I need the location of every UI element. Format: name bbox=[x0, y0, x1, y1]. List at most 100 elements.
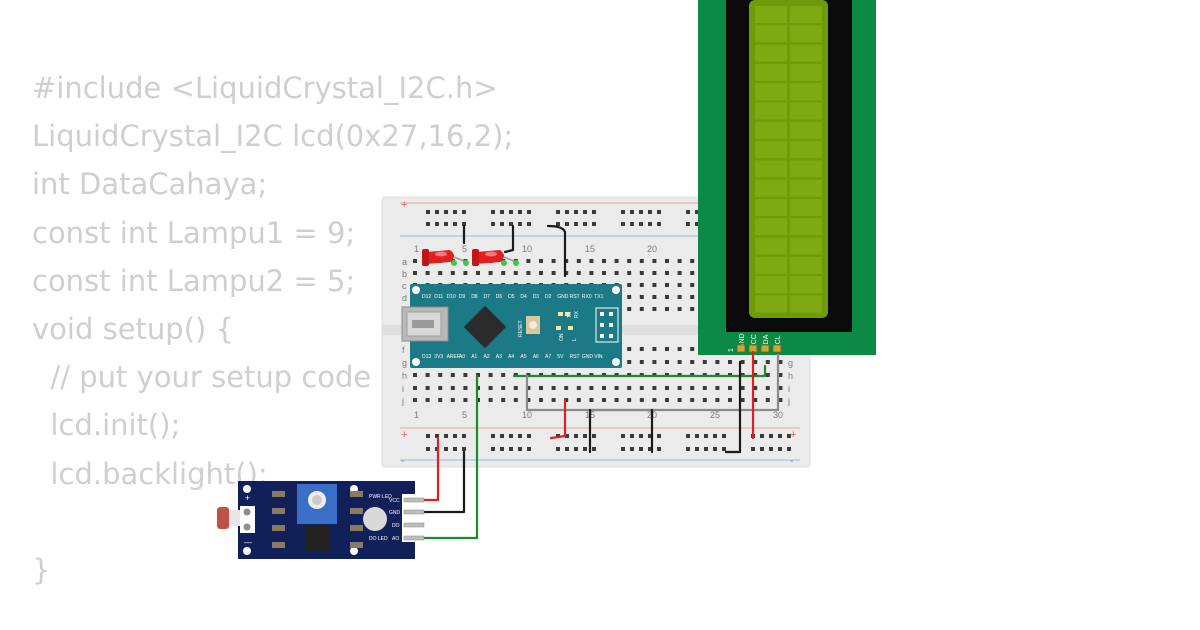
sensor-pin[interactable] bbox=[403, 535, 425, 541]
wire-green[interactable] bbox=[419, 374, 479, 540]
row-letter: j bbox=[787, 396, 790, 406]
wire-red[interactable] bbox=[549, 398, 567, 440]
row-letter: i bbox=[788, 384, 790, 394]
arduino-pin-label: A3 bbox=[496, 354, 502, 360]
rail-minus-label: - bbox=[790, 456, 793, 467]
code-line: LiquidCrystal_I2C lcd(0x27,16,2); bbox=[32, 119, 514, 154]
row-letter: h bbox=[788, 371, 793, 381]
row-letter: j bbox=[401, 396, 404, 406]
lcd-pin-label-vcc: VCC bbox=[751, 334, 758, 349]
column-number: 15 bbox=[585, 244, 595, 254]
column-number: 10 bbox=[522, 410, 532, 420]
rail-plus-label: + bbox=[401, 199, 407, 211]
arduino-pin-label: A6 bbox=[533, 354, 539, 360]
arduino-pin-label: A4 bbox=[508, 354, 514, 360]
arduino-pin-label: A1 bbox=[471, 354, 477, 360]
column-number: 1 bbox=[414, 244, 419, 254]
led-label: RX bbox=[574, 310, 580, 318]
code-line: lcd.backlight(); bbox=[32, 456, 268, 491]
sensor-pin-label: GND bbox=[389, 510, 401, 516]
arduino-pin-label: D9 bbox=[459, 294, 466, 300]
arduino-pin-label: D12 bbox=[422, 294, 431, 300]
red-led[interactable] bbox=[472, 249, 519, 266]
row-letter: d bbox=[402, 293, 407, 303]
rail-plus-label: + bbox=[790, 429, 796, 441]
row-letter: b bbox=[402, 269, 407, 279]
code-editor: #include <LiquidCrystal_I2C.h>LiquidCrys… bbox=[32, 64, 513, 594]
arduino-pin-label: RX0 bbox=[582, 294, 592, 300]
row-letter: g bbox=[788, 358, 793, 368]
arduino-pin-label: D8 bbox=[471, 294, 478, 300]
row-letter: g bbox=[402, 358, 407, 368]
sensor-plus-label: + bbox=[245, 493, 250, 503]
lcd-display[interactable]: GND VCC SDA SCL 1 bbox=[698, 0, 876, 355]
led-label: L bbox=[572, 338, 578, 341]
arduino-pin-label: 3V3 bbox=[434, 354, 443, 360]
arduino-pin-label: A7 bbox=[545, 354, 551, 360]
lcd-pin[interactable] bbox=[736, 344, 746, 353]
arduino-pin-label: A5 bbox=[520, 354, 526, 360]
light-sensor-module[interactable]: + — PWR LED DO LED VCC GND DO AO bbox=[217, 481, 425, 559]
arduino-pin-label: D2 bbox=[545, 294, 552, 300]
wire-black[interactable] bbox=[546, 224, 567, 278]
lcd-pin-label-sda: SDA bbox=[763, 334, 770, 349]
wire-black[interactable] bbox=[724, 360, 742, 454]
code-line: lcd.init(); bbox=[32, 408, 181, 443]
rail-minus-label: - bbox=[401, 456, 404, 467]
row-letter: a bbox=[402, 257, 407, 267]
code-line: // put your setup code bbox=[32, 360, 372, 395]
arduino-pin-label: AREF bbox=[447, 354, 460, 360]
wire-green[interactable] bbox=[512, 364, 767, 378]
wire-red[interactable] bbox=[419, 436, 440, 502]
code-line: } bbox=[32, 552, 51, 587]
sensor-pin-label: DO bbox=[392, 523, 400, 529]
arduino-pin-label: D10 bbox=[447, 294, 456, 300]
pwr-led-label: PWR LED bbox=[369, 494, 392, 500]
arduino-pin-label: D4 bbox=[520, 294, 527, 300]
arduino-nano[interactable]: RESET TX RX ON L D12D11D10D9D8D7D6D5D4D3… bbox=[401, 284, 622, 368]
lcd-pin-label-gnd: GND bbox=[739, 333, 746, 349]
row-letter: f bbox=[402, 345, 405, 355]
red-led[interactable] bbox=[422, 249, 469, 266]
arduino-pin-label: D13 bbox=[422, 354, 431, 360]
column-number: 5 bbox=[462, 410, 467, 420]
sensor-pin-label: VCC bbox=[389, 498, 400, 504]
code-line: int DataCahaya; bbox=[32, 167, 268, 202]
arduino-pin-label: 5V bbox=[557, 354, 564, 360]
column-number: 5 bbox=[462, 244, 467, 254]
arduino-pin-label: D11 bbox=[434, 294, 443, 300]
sensor-pin[interactable] bbox=[403, 522, 425, 528]
lcd-pin[interactable] bbox=[772, 344, 782, 353]
do-led-label: DO LED bbox=[369, 536, 388, 542]
wire-black[interactable] bbox=[419, 450, 466, 514]
arduino-pin-label: D5 bbox=[508, 294, 515, 300]
sensor-pin[interactable] bbox=[403, 497, 425, 503]
sensor-pin[interactable] bbox=[403, 509, 425, 515]
arduino-pin-label: VIN bbox=[594, 354, 603, 360]
row-letter: i bbox=[402, 384, 404, 394]
lcd-character-grid bbox=[755, 6, 822, 313]
usb-connector-icon bbox=[401, 306, 449, 342]
arduino-pin-label: A2 bbox=[484, 354, 490, 360]
code-line: void setup() { bbox=[32, 311, 234, 346]
column-number: 10 bbox=[522, 244, 532, 254]
column-number: 25 bbox=[710, 410, 720, 420]
arduino-pin-label: D3 bbox=[533, 294, 540, 300]
lcd-pin-label-scl: SCL bbox=[775, 335, 782, 349]
arduino-pin-label: D7 bbox=[484, 294, 491, 300]
led-dome-icon bbox=[363, 507, 387, 531]
lcd-pin[interactable] bbox=[760, 344, 770, 353]
arduino-pin-label: GND bbox=[557, 294, 569, 300]
photoresistor-icon bbox=[217, 507, 241, 529]
sensor-minus-label: — bbox=[244, 538, 252, 547]
arduino-pin-label: TX1 bbox=[594, 294, 603, 300]
led-label: ON bbox=[559, 333, 565, 341]
row-letter: c bbox=[402, 281, 407, 291]
arduino-pin-label: RST bbox=[570, 354, 580, 360]
arduino-pin-label: A0 bbox=[459, 354, 465, 360]
wire-black[interactable] bbox=[503, 224, 515, 254]
code-line: const int Lampu1 = 9; bbox=[32, 215, 356, 250]
code-line: const int Lampu2 = 5; bbox=[32, 263, 356, 298]
reset-label: RESET bbox=[518, 320, 524, 337]
